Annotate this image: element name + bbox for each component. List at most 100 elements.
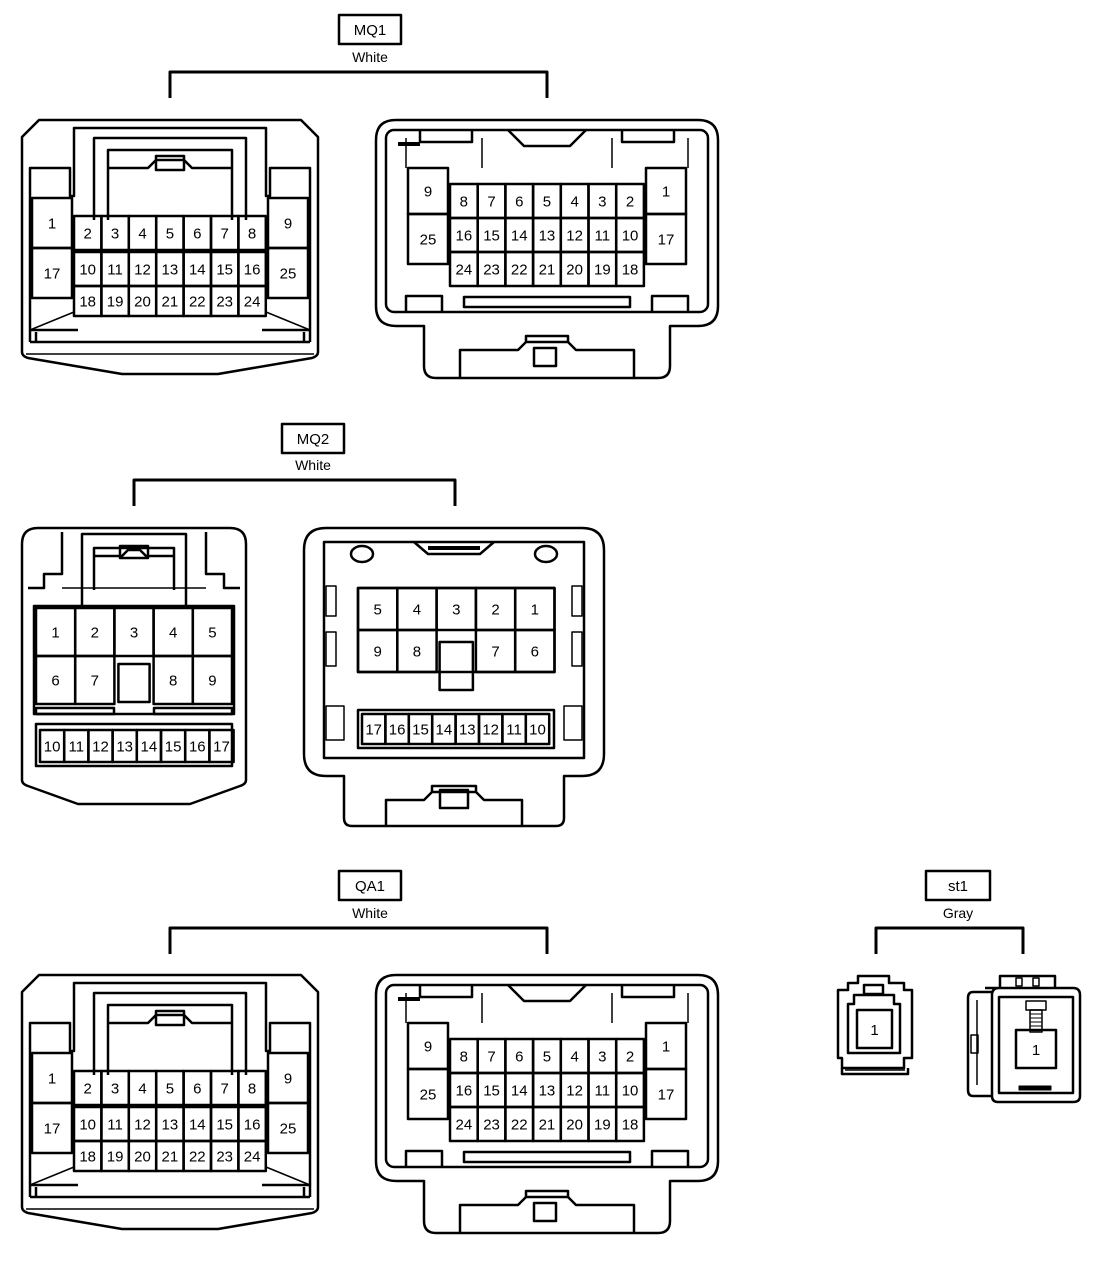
mq2-male-pin-r3-6-label: 15 [165, 738, 182, 755]
mq2-female-pin-r1-3-label: 3 [452, 601, 460, 618]
mq1-female-pin-bot-2-label: 23 [483, 261, 500, 278]
mq1-female-pin-top-1-label: 8 [460, 193, 468, 210]
connector-mq1-bracket [168, 70, 549, 98]
mq1-female-pin-bot-7 [614, 250, 646, 288]
mq2-female-pin-r3-4-label: 14 [436, 721, 453, 738]
qa1-male-pin-bot-2-label: 19 [107, 1148, 124, 1165]
qa1-female-pin-top-4-label: 5 [543, 1048, 551, 1065]
mq1-female-pin-bot-3-label: 22 [511, 261, 528, 278]
qa1-male-pin-top-5-label: 6 [193, 1080, 201, 1097]
mq1-female-pin-top-4-label: 5 [543, 193, 551, 210]
mq1-male-pin-bot-4-label: 21 [162, 293, 179, 310]
mq1-female-pin-top-5-label: 4 [570, 193, 578, 210]
mq1-male-pin-left-1-label: 1 [48, 215, 56, 232]
qa1-male-pin-right-2-label: 25 [280, 1120, 297, 1137]
qa1-female-pin-bot-2-label: 23 [483, 1116, 500, 1133]
mq1-female-pin-bot-7-label: 18 [622, 261, 639, 278]
mq1-male-pin-right-2 [266, 246, 310, 300]
svg-text:MQ2: MQ2 [297, 431, 330, 448]
mq1-female-pin-mid-5-label: 12 [566, 227, 583, 244]
mq1-male-pin-mid-7-label: 16 [244, 261, 261, 278]
mq2-male-keyway [117, 662, 151, 704]
qa1-male-pin-left-1-label: 1 [48, 1070, 56, 1087]
mq2-female-pin-r2-2 [396, 628, 438, 674]
mq2-female-pin-r3-6-label: 12 [482, 721, 499, 738]
qa1-female-pin-left-2-label: 25 [420, 1086, 437, 1103]
mq1-male-pin-top-7 [237, 214, 268, 252]
mq2-female-pin-r3-8 [524, 712, 551, 746]
mq1-male-pin-top-1-label: 2 [84, 225, 92, 242]
mq1-female-pin-mid-4-label: 13 [539, 227, 556, 244]
qa1-male-pin-top-2-label: 3 [111, 1080, 119, 1097]
mq1-male-pin-left-2-label: 17 [44, 265, 61, 282]
mq1-female-pin-mid-3-label: 14 [511, 227, 528, 244]
mq1-female-pin-right-2-label: 17 [658, 231, 675, 248]
connector-st1-color: Gray [943, 905, 973, 921]
qa1-male-pin-mid-6-label: 15 [216, 1116, 233, 1133]
qa1-female-pin-right-2 [644, 1067, 688, 1121]
qa1-male-pin-top-7-label: 8 [248, 1080, 256, 1097]
mq1-male-pin-mid-1-label: 10 [79, 261, 96, 278]
mq1-female-pin-bot-4-label: 21 [539, 261, 556, 278]
qa1-female-pin-right-1-label: 1 [662, 1038, 670, 1055]
mq2-female-pin-r3-5-label: 13 [459, 721, 476, 738]
svg-text:QA1: QA1 [355, 878, 385, 895]
mq1-female-pin-top-2-label: 7 [487, 193, 495, 210]
mq1-female-pin-bot-1-label: 24 [456, 261, 473, 278]
mq1-male-pin-bot-5-label: 22 [189, 293, 206, 310]
mq2-male-pin-r1-4-label: 4 [169, 624, 177, 641]
mq1-female-pin-mid-2-label: 15 [483, 227, 500, 244]
mq1-female-pin-left-1-label: 9 [424, 183, 432, 200]
qa1-female-pin-mid-6-label: 11 [595, 1082, 611, 1099]
qa1-female-pin-bot-7 [614, 1105, 646, 1143]
connector-st1-female: 1 [966, 974, 1082, 1104]
mq2-female-keyway [438, 640, 475, 692]
mq2-female-pin-r1-2-label: 4 [413, 601, 421, 618]
qa1-male-pin-top-4-label: 5 [166, 1080, 174, 1097]
qa1-male-pin-top-7 [237, 1069, 268, 1107]
connector-mq1-label: MQ1 [337, 13, 403, 46]
mq1-female-pin-mid-1-label: 16 [456, 227, 473, 244]
qa1-female-pin-left-2 [406, 1067, 450, 1121]
qa1-male-pin-bot-6-label: 23 [216, 1148, 233, 1165]
qa1-male-pin-top-3-label: 4 [138, 1080, 146, 1097]
mq2-male-pin-r3-8-label: 17 [213, 738, 230, 755]
mq1-female-pin-left-2 [406, 212, 450, 266]
mq1-female-pin-right-1-label: 1 [662, 183, 670, 200]
mq2-male-pin-r3-8 [208, 728, 235, 764]
connector-st1-bracket [874, 926, 1025, 954]
mq1-female-pin-top-7-label: 2 [626, 193, 634, 210]
mq1-male-pin-bot-7 [237, 284, 268, 318]
qa1-male-pin-left-2 [30, 1101, 74, 1155]
mq2-male-pin-r2-1-label: 6 [51, 672, 59, 689]
mq1-male-pin-mid-5-label: 14 [189, 261, 206, 278]
svg-text:st1: st1 [948, 878, 968, 895]
connector-st1-label: st1 [924, 869, 992, 902]
mq2-female-pin-r3-2-label: 16 [389, 721, 406, 738]
mq2-male-pin-r2-2-label: 7 [91, 672, 99, 689]
mq1-female-pin-right-2 [644, 212, 688, 266]
mq2-male-pin-r1-3-label: 3 [130, 624, 138, 641]
mq2-female-pin-r1-4-label: 2 [491, 601, 499, 618]
qa1-female-pin-left-1-label: 9 [424, 1038, 432, 1055]
connector-qa1-bracket [168, 926, 549, 954]
qa1-male-pin-mid-4-label: 13 [162, 1116, 179, 1133]
qa1-male-pin-bot-1-label: 18 [79, 1148, 96, 1165]
mq1-male-pin-left-2 [30, 246, 74, 300]
mq1-female-pin-bot-6-label: 19 [594, 261, 611, 278]
qa1-male-pin-mid-7-label: 16 [244, 1116, 261, 1133]
mq2-female-pin-r2-5-label: 6 [531, 643, 539, 660]
qa1-female-pin-bot-3-label: 22 [511, 1116, 528, 1133]
mq1-male-pin-mid-4-label: 13 [162, 261, 179, 278]
st1-female-pin-1 [1014, 1028, 1058, 1070]
mq1-male-pin-top-5-label: 6 [193, 225, 201, 242]
mq2-female-pin-r3-7-label: 11 [506, 721, 522, 738]
mq2-male-pin-r3-7-label: 16 [189, 738, 206, 755]
mq1-male-pin-mid-6-label: 15 [216, 261, 233, 278]
connector-qa1-color: White [352, 905, 388, 921]
connector-st1: st1 Gray 1 1 [836, 869, 1082, 1104]
qa1-male-pin-bot-7-label: 24 [244, 1148, 261, 1165]
